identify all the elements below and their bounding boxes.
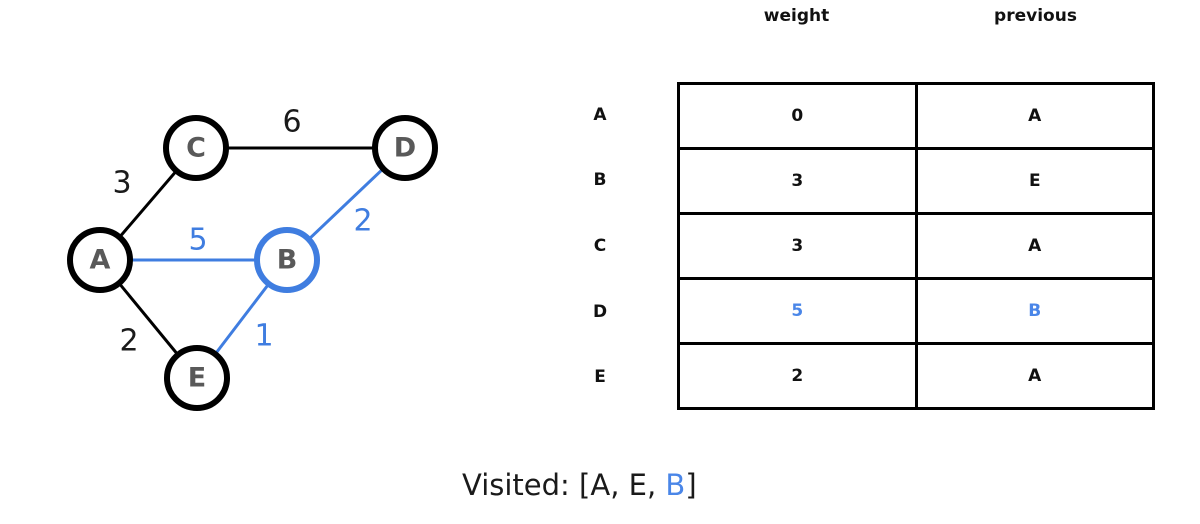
node-E-circle (164, 345, 230, 411)
cell-previous-C: A (1028, 236, 1042, 256)
edge-weight-A-C: 3 (112, 166, 131, 201)
cell-weight-A: 0 (680, 85, 918, 147)
row-label-C: C (593, 235, 607, 256)
previous-column-header: previous (994, 6, 1077, 26)
cell-previous-D: B (1028, 301, 1042, 321)
node-C-circle (163, 115, 229, 181)
table-header-row: weight previous (677, 6, 1155, 26)
node-C-label: C (186, 133, 206, 164)
row-label-A: A (593, 104, 607, 125)
node-B-label: B (277, 245, 298, 276)
visited-text: Visited: [A, E, B] (462, 468, 697, 502)
node-A-label: A (90, 245, 111, 276)
graph-svg: A B C D E 3 6 5 2 2 1 (67, 105, 438, 411)
row-label-E: E (594, 367, 606, 388)
visited-separator: , (610, 468, 629, 502)
cell-previous-A: A (1028, 106, 1042, 126)
cell-weight-B: 3 (680, 150, 918, 212)
visited-prefix: Visited: [ (462, 468, 591, 502)
edge-weight-B-D: 2 (353, 204, 372, 239)
visited-separator: , (646, 468, 666, 502)
node-A-circle (67, 227, 133, 293)
cell-previous-B: E (1028, 171, 1041, 191)
node-D-label: D (394, 133, 416, 164)
visited-item-E: E (628, 468, 647, 502)
node-E-label: E (188, 363, 206, 394)
edge-weight-A-E: 2 (119, 324, 138, 359)
edge-weight-C-D: 6 (282, 105, 301, 140)
weight-column-header: weight (763, 6, 830, 26)
visited-item-A: A (590, 468, 611, 502)
node-D-circle (372, 115, 438, 181)
node-B-circle (254, 227, 320, 293)
cell-weight-E: 2 (680, 345, 918, 407)
visited-suffix: ] (685, 468, 697, 502)
edge-weight-A-B: 5 (188, 223, 207, 258)
table-row-labels: A B C D E (578, 82, 622, 410)
cell-previous-E: A (1028, 366, 1042, 386)
cell-weight-C: 3 (680, 215, 918, 277)
row-label-D: D (592, 301, 608, 322)
row-label-B: B (593, 170, 607, 191)
edge-weight-E-B: 1 (254, 319, 273, 354)
visited-item-B: B (665, 468, 686, 502)
cell-weight-D: 5 (680, 280, 918, 342)
